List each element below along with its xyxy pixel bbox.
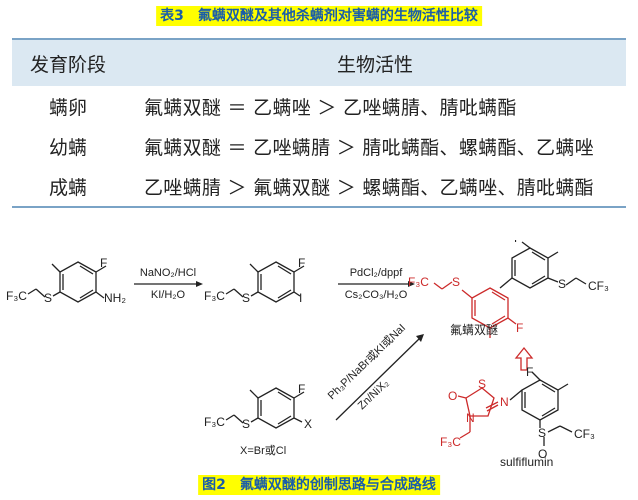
atom-label: CF₃ (574, 427, 595, 441)
header-stage: 发育阶段 (29, 53, 106, 76)
hollow-up-arrow (514, 346, 534, 371)
activity-table: 发育阶段 生物活性 螨卵 氟螨双醚 ＝ 乙螨唑 ＞ 乙唑螨腈、腈吡螨酯 幼螨 氟… (12, 38, 626, 208)
atom-label: X (304, 417, 312, 431)
step2-reagent-bottom: Cs₂CO₃/H₂O (345, 289, 408, 301)
atom-label: CF₃ (588, 279, 609, 293)
atom-label: F (514, 240, 521, 245)
atom-label: S (538, 426, 546, 440)
table-row: 成螨 乙唑螨腈 ＞ 氟螨双醚 ＞ 螺螨酯、乙螨唑、腈吡螨酯 (12, 166, 626, 208)
atom-label: NH₂ (104, 291, 126, 305)
row-activity: 氟螨双醚 ＝ 乙螨唑 ＞ 乙唑螨腈、腈吡螨酯 (144, 96, 517, 119)
atom-label: S (558, 277, 566, 291)
atom-label: S (242, 417, 250, 431)
atom-label: F₃C (408, 275, 429, 289)
atom-label: F (100, 256, 107, 270)
compound-sulfiflumin (457, 371, 573, 446)
header-activity: 生物活性 (336, 53, 413, 76)
atom-label: N (500, 395, 509, 409)
atom-label: S (452, 275, 460, 289)
atom-label: F (298, 382, 305, 396)
atom-label: F (298, 256, 305, 270)
lead-name: sulfiflumin (500, 455, 553, 469)
row-stage: 螨卵 (48, 96, 87, 119)
product-name: 氟螨双醚 (450, 323, 498, 337)
synthesis-scheme: F NH₂ S F₃C NaNO₂/HCl KI/H₂O F I S F₃C P… (6, 240, 609, 469)
row-stage: 成螨 (12, 166, 124, 208)
atom-label: O (448, 389, 457, 403)
table-header-row: 发育阶段 生物活性 (12, 39, 626, 86)
atom-label: F₃C (6, 289, 27, 303)
step1-reagent-top: NaNO₂/HCl (140, 267, 196, 279)
atom-label: F (516, 321, 523, 335)
atom-label: F₃C (440, 435, 461, 449)
atom-label: F₃C (204, 415, 225, 429)
halide-label: X=Br或Cl (240, 444, 286, 457)
reaction-arrow-3 (335, 337, 421, 421)
compound-aryl-iodide (225, 261, 305, 303)
row-stage: 幼螨 (48, 136, 87, 159)
atom-label: F (526, 365, 533, 379)
step1-reagent-bottom: KI/H₂O (151, 289, 186, 301)
compound-aryl-halide (225, 387, 305, 429)
compound-aniline (27, 261, 107, 303)
atom-label: O (538, 447, 547, 461)
table-row: 幼螨 氟螨双醚 ＝ 乙唑螨腈 ＞ 腈吡螨酯、螺螨酯、乙螨唑 (12, 126, 626, 166)
atom-label: N (466, 411, 475, 425)
atom-label: S (44, 291, 52, 305)
row-activity: 氟螨双醚 ＝ 乙唑螨腈 ＞ 腈吡螨酯、螺螨酯、乙螨唑 (144, 136, 594, 159)
step2-reagent-top: PdCl₂/dppf (350, 267, 404, 279)
atom-label: I (299, 291, 302, 305)
figure-caption: 图2 氟螨双醚的创制思路与合成路线 (198, 475, 440, 495)
atom-label: S (478, 377, 486, 391)
row-activity: 乙唑螨腈 ＞ 氟螨双醚 ＞ 螺螨酯、乙螨唑、腈吡螨酯 (124, 166, 626, 208)
atom-label: F₃C (204, 289, 225, 303)
compound-product (433, 241, 587, 338)
atom-label: S (242, 291, 250, 305)
table-caption: 表3 氟螨双醚及其他杀螨剂对害螨的生物活性比较 (156, 6, 482, 26)
table-row: 螨卵 氟螨双醚 ＝ 乙螨唑 ＞ 乙唑螨腈、腈吡螨酯 (12, 86, 626, 126)
